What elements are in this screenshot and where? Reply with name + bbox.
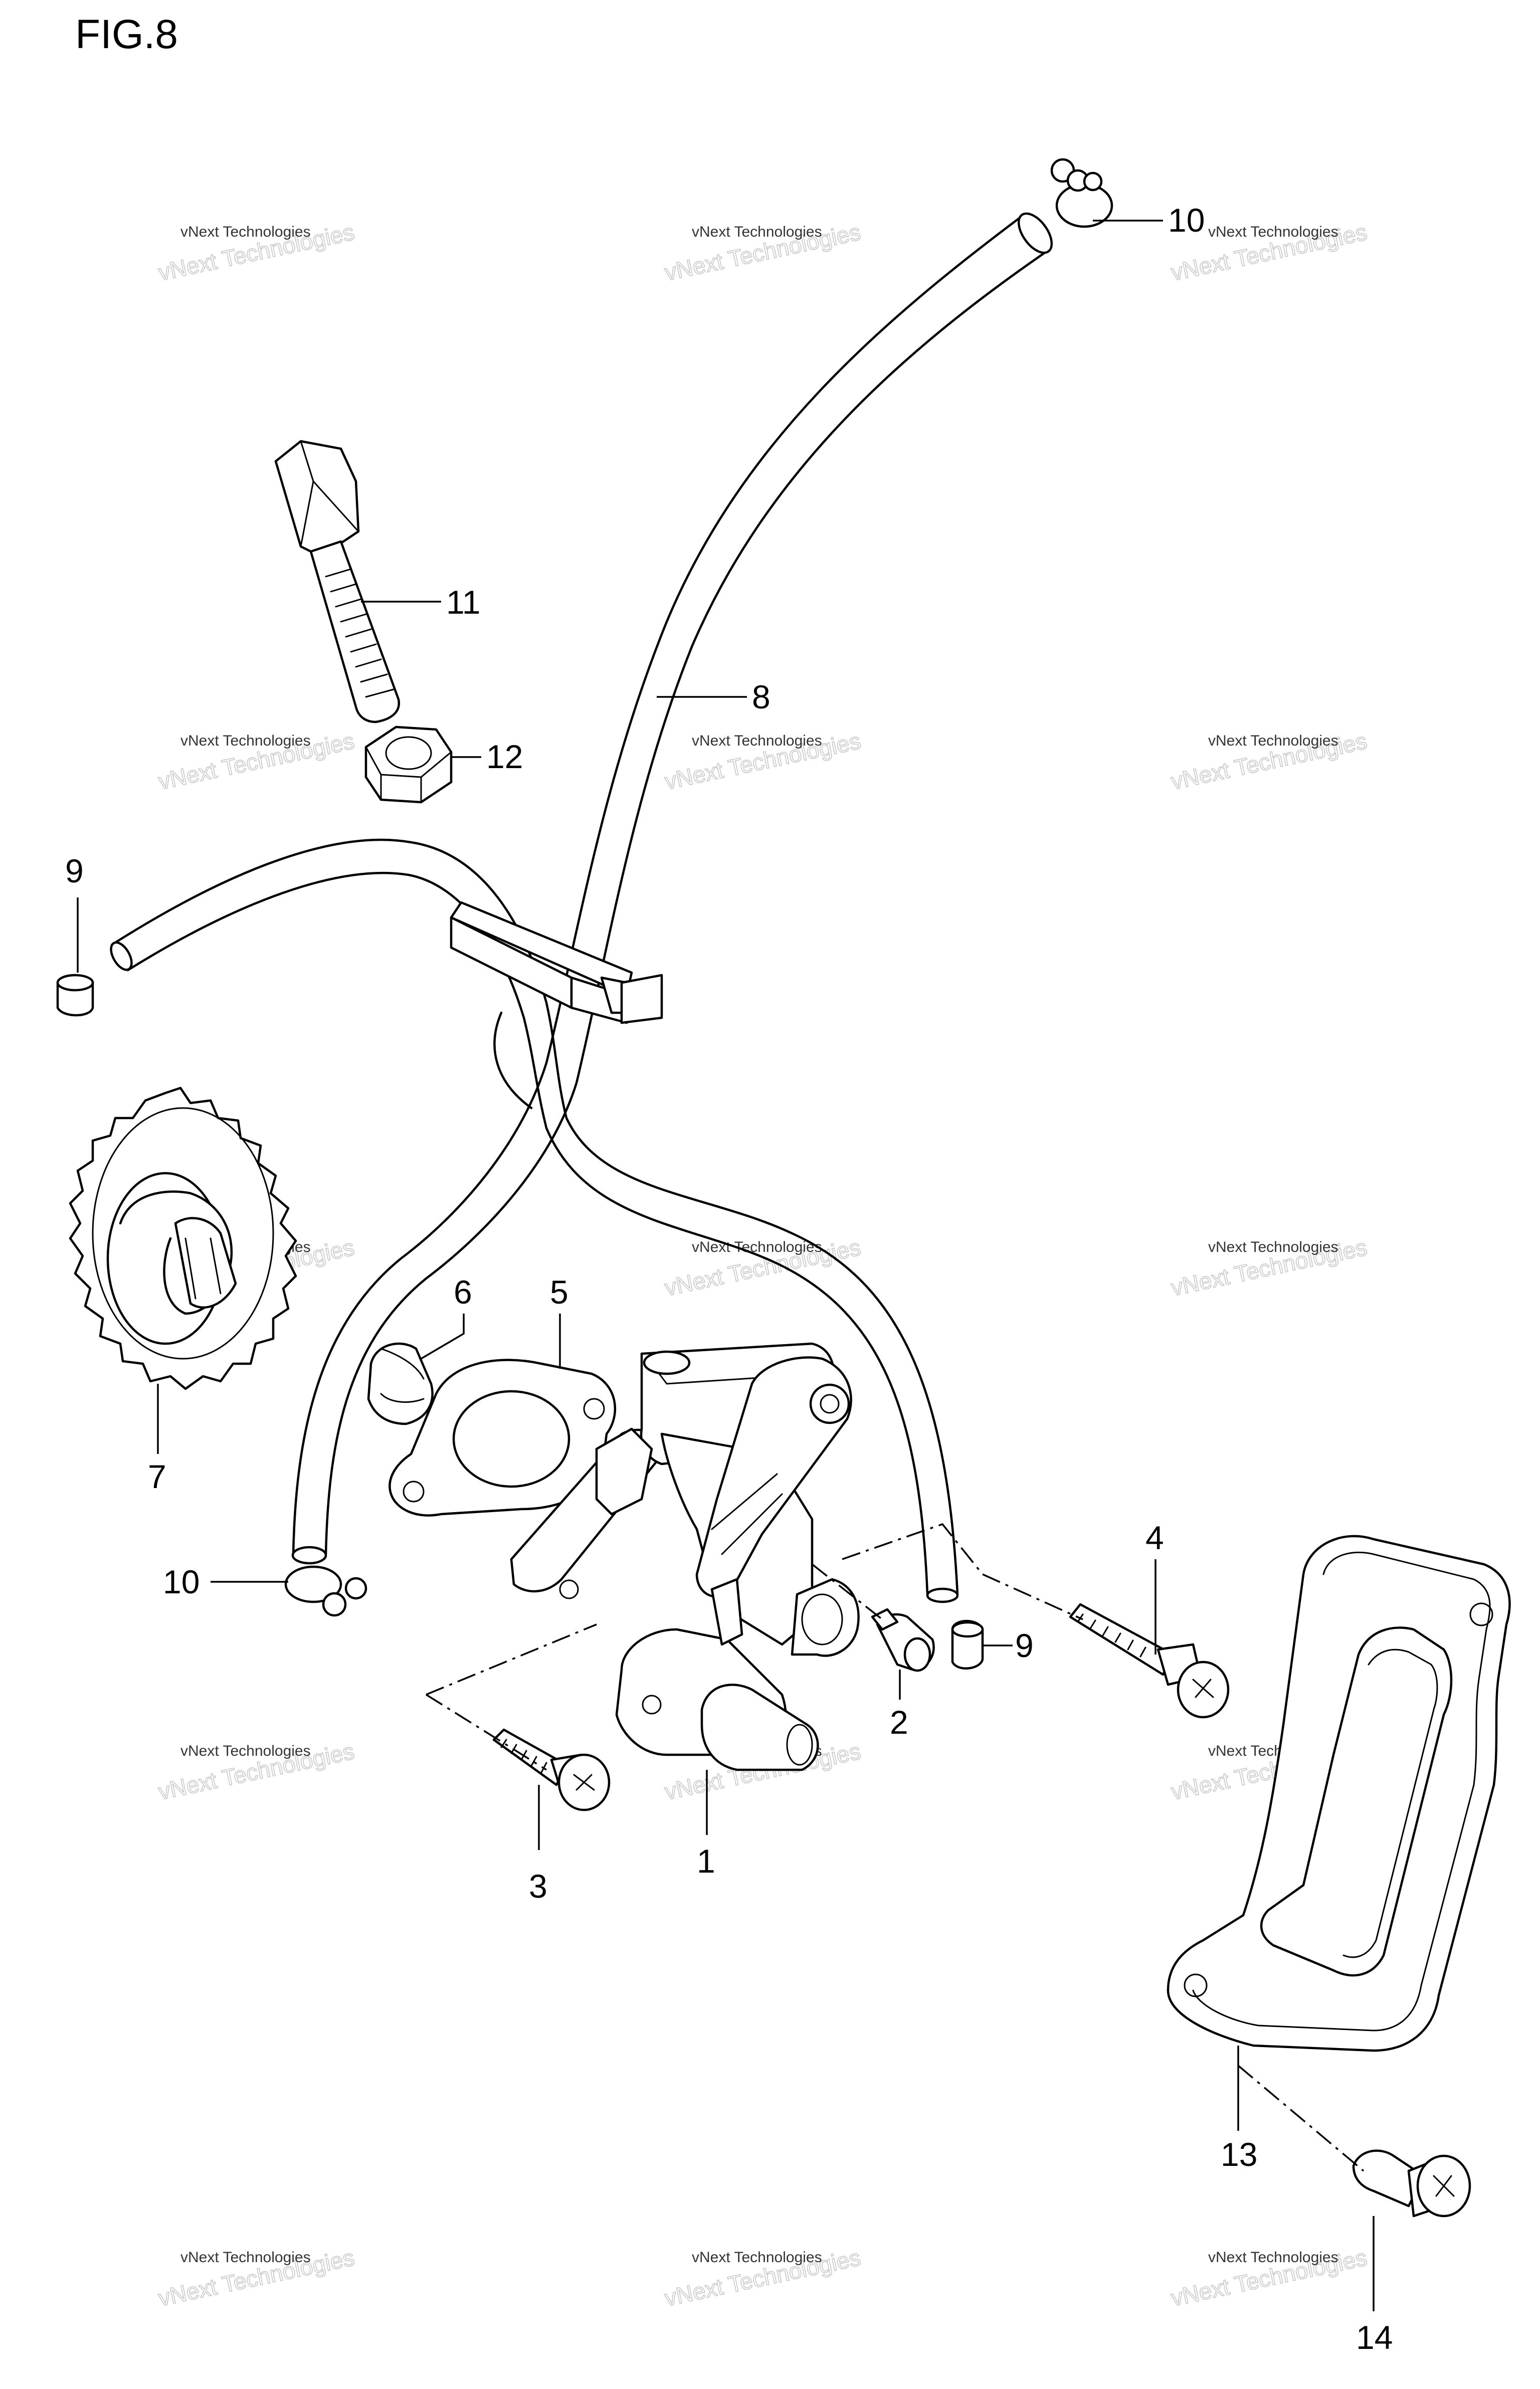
watermark-6: vNext Technologies vNext Technologies: [1168, 727, 1370, 795]
callout-4: 4: [1145, 1519, 1164, 1556]
watermark-14: vNext Technologies vNext Technologies: [662, 2244, 863, 2311]
hose-guide: [450, 901, 663, 1024]
callout-10-bottom: 10: [163, 1563, 200, 1600]
cover-13: [1167, 1535, 1511, 2052]
callout-7: 7: [148, 1458, 166, 1495]
screw-4: [1069, 1603, 1230, 1719]
watermark-1: vNext Technologies vNext Technologies: [155, 218, 357, 286]
callout-5: 5: [550, 1273, 568, 1311]
callout-1: 1: [697, 1843, 715, 1880]
oil-hose-9: [110, 838, 959, 1603]
watermark-small: vNext Technologies: [692, 732, 822, 749]
fitting-2: [871, 1608, 935, 1672]
watermark-8: vNext Technologies vNext Technologies: [662, 1233, 863, 1301]
callout-3: 3: [529, 1868, 547, 1905]
nut-12: [364, 725, 453, 804]
callouts: 10 11 8 12 9 6 5 7 4 10 9 2: [65, 202, 1393, 2356]
screw-3: [492, 1728, 611, 1811]
assembly-lines: [426, 1523, 1365, 2172]
watermark-9: vNext Technologies vNext Technologies: [1168, 1233, 1370, 1301]
watermark-small: vNext Technologies: [692, 2249, 822, 2266]
callout-10-top: 10: [1168, 202, 1205, 239]
hose-clip-10-top: [1050, 158, 1113, 228]
fitting-6: [367, 1342, 434, 1425]
cap-9-left: [56, 974, 94, 1017]
bolt-11: [274, 440, 401, 723]
callout-9-left: 9: [65, 852, 84, 889]
watermark-small: vNext Technologies: [692, 224, 822, 240]
watermark-small: vNext Technologies: [692, 1239, 822, 1255]
watermark-small: vNext Technologies: [180, 1743, 311, 1759]
watermark-small: vNext Technologies: [1208, 1239, 1338, 1255]
watermark-small: vNext Technologies: [1208, 732, 1338, 749]
gasket-5: [389, 1359, 617, 1517]
watermark-13: vNext Technologies vNext Technologies: [155, 2244, 357, 2311]
watermark-small: vNext Technologies: [1208, 224, 1338, 240]
watermark-2: vNext Technologies vNext Technologies: [662, 218, 863, 286]
watermark-5: vNext Technologies vNext Technologies: [662, 727, 863, 795]
callout-6: 6: [454, 1273, 472, 1311]
cap-9-right: [951, 1619, 984, 1670]
callout-8: 8: [752, 678, 771, 715]
screw-14: [1352, 2149, 1471, 2218]
callout-11: 11: [446, 584, 481, 621]
callout-14: 14: [1356, 2319, 1393, 2356]
callout-2: 2: [890, 1704, 908, 1741]
watermark-small: vNext Technologies: [1208, 2249, 1338, 2266]
gear-7: [69, 1086, 297, 1390]
watermark-small: vNext Technologies: [180, 224, 311, 240]
watermark-15: vNext Technologies vNext Technologies: [1168, 2244, 1370, 2311]
callout-12: 12: [486, 738, 523, 775]
hose-clip-10-bottom: [284, 1565, 367, 1617]
watermark-10: vNext Technologies vNext Technologies: [155, 1737, 357, 1805]
figure-title: FIG.8: [75, 12, 178, 57]
watermark-small: vNext Technologies: [180, 2249, 311, 2266]
watermark-small: vNext Technologies: [180, 732, 311, 749]
callout-9-right: 9: [1015, 1627, 1034, 1664]
watermark-4: vNext Technologies vNext Technologies: [155, 727, 357, 795]
callout-13: 13: [1221, 2136, 1257, 2173]
oil-pump-1: [510, 1342, 860, 1771]
